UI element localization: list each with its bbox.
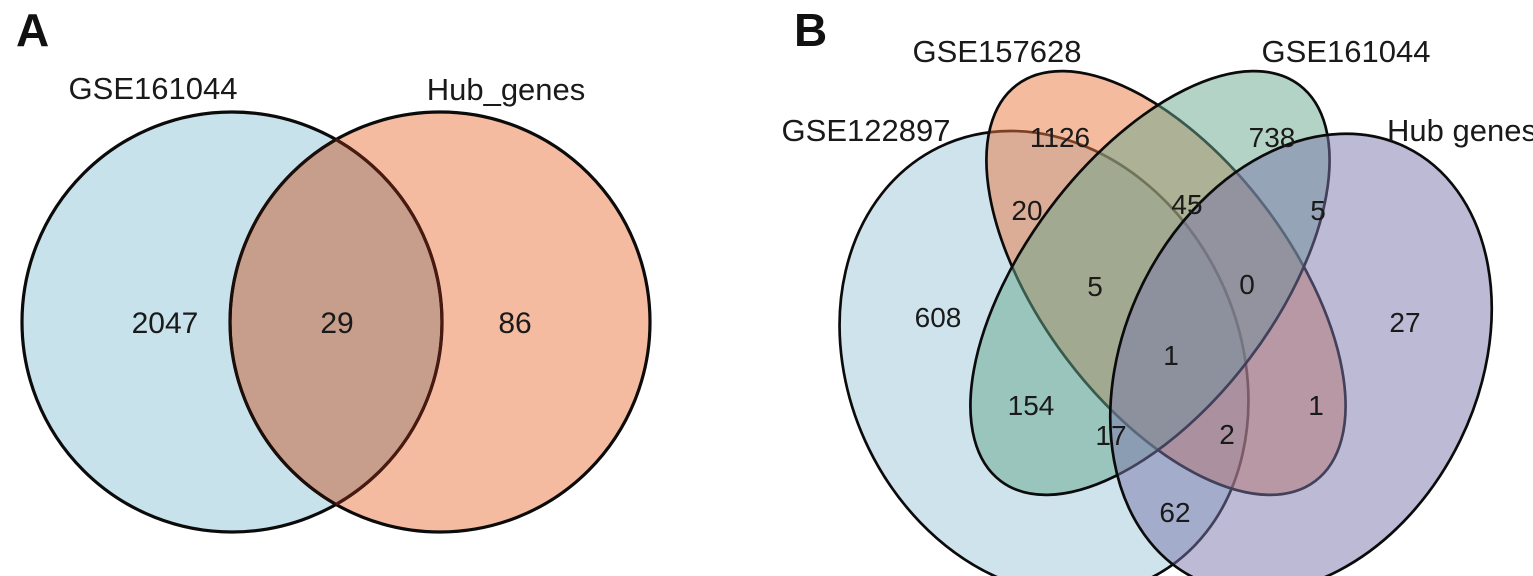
venn-b-count-122897-hub: 62	[1159, 497, 1190, 528]
venn-b-count-122897-157628-161044: 5	[1087, 271, 1103, 302]
venn-a-overlap-left-arc	[228, 138, 337, 506]
venn-a-overlap-fill	[230, 139, 442, 505]
venn-b-count-all-four: 1	[1163, 340, 1179, 371]
venn-a-count-overlap: 29	[320, 307, 353, 340]
venn-b-count-157628-hub: 1	[1308, 390, 1324, 421]
venn-b-count-161044-only: 738	[1249, 122, 1296, 153]
venn-b-count-122897-161044: 154	[1008, 390, 1055, 421]
venn-b-count-161044-hub: 5	[1310, 195, 1326, 226]
venn-b-count-122897-157628-hub: 2	[1219, 419, 1235, 450]
panel-a-letter: A	[16, 4, 49, 56]
venn-b-count-122897-only: 608	[915, 302, 962, 333]
venn-b-label-hubgenes: Hub genes	[1387, 113, 1533, 148]
panel-a: A GSE161044 Hub_genes 2047 29 86	[0, 0, 766, 576]
venn-b-count-122897-157628: 20	[1011, 195, 1042, 226]
venn-a-count-right-only: 86	[498, 307, 531, 340]
venn-b-count-122897-161044-hub: 17	[1095, 420, 1126, 451]
venn-b-label-gse161044: GSE161044	[1262, 34, 1431, 69]
venn-b-count-157628-161044-hub: 0	[1239, 269, 1255, 300]
venn-a-count-left-only: 2047	[132, 307, 199, 340]
venn-b-count-hub-only: 27	[1389, 307, 1420, 338]
venn-b-label-gse122897: GSE122897	[782, 113, 951, 148]
venn-b-label-gse157628: GSE157628	[913, 34, 1082, 69]
venn-b-count-157628-only: 1126	[1030, 122, 1090, 153]
panel-a-venn-diagram: A GSE161044 Hub_genes 2047 29 86	[16, 4, 652, 534]
venn-a-label-hubgenes: Hub_genes	[427, 72, 586, 107]
venn-b-count-157628-161044: 45	[1171, 189, 1202, 220]
venn-a-label-gse161044: GSE161044	[69, 71, 238, 106]
panel-b-letter: B	[794, 4, 827, 56]
panel-b-venn-diagram: B GSE122897 GSE157628 GSE161044 Hub gene…	[782, 4, 1533, 576]
venn-a-overlap-right-arc	[335, 138, 444, 506]
panel-b: B GSE122897 GSE157628 GSE161044 Hub gene…	[767, 0, 1533, 576]
venn-b-ellipse-hubgenes	[1108, 132, 1494, 576]
